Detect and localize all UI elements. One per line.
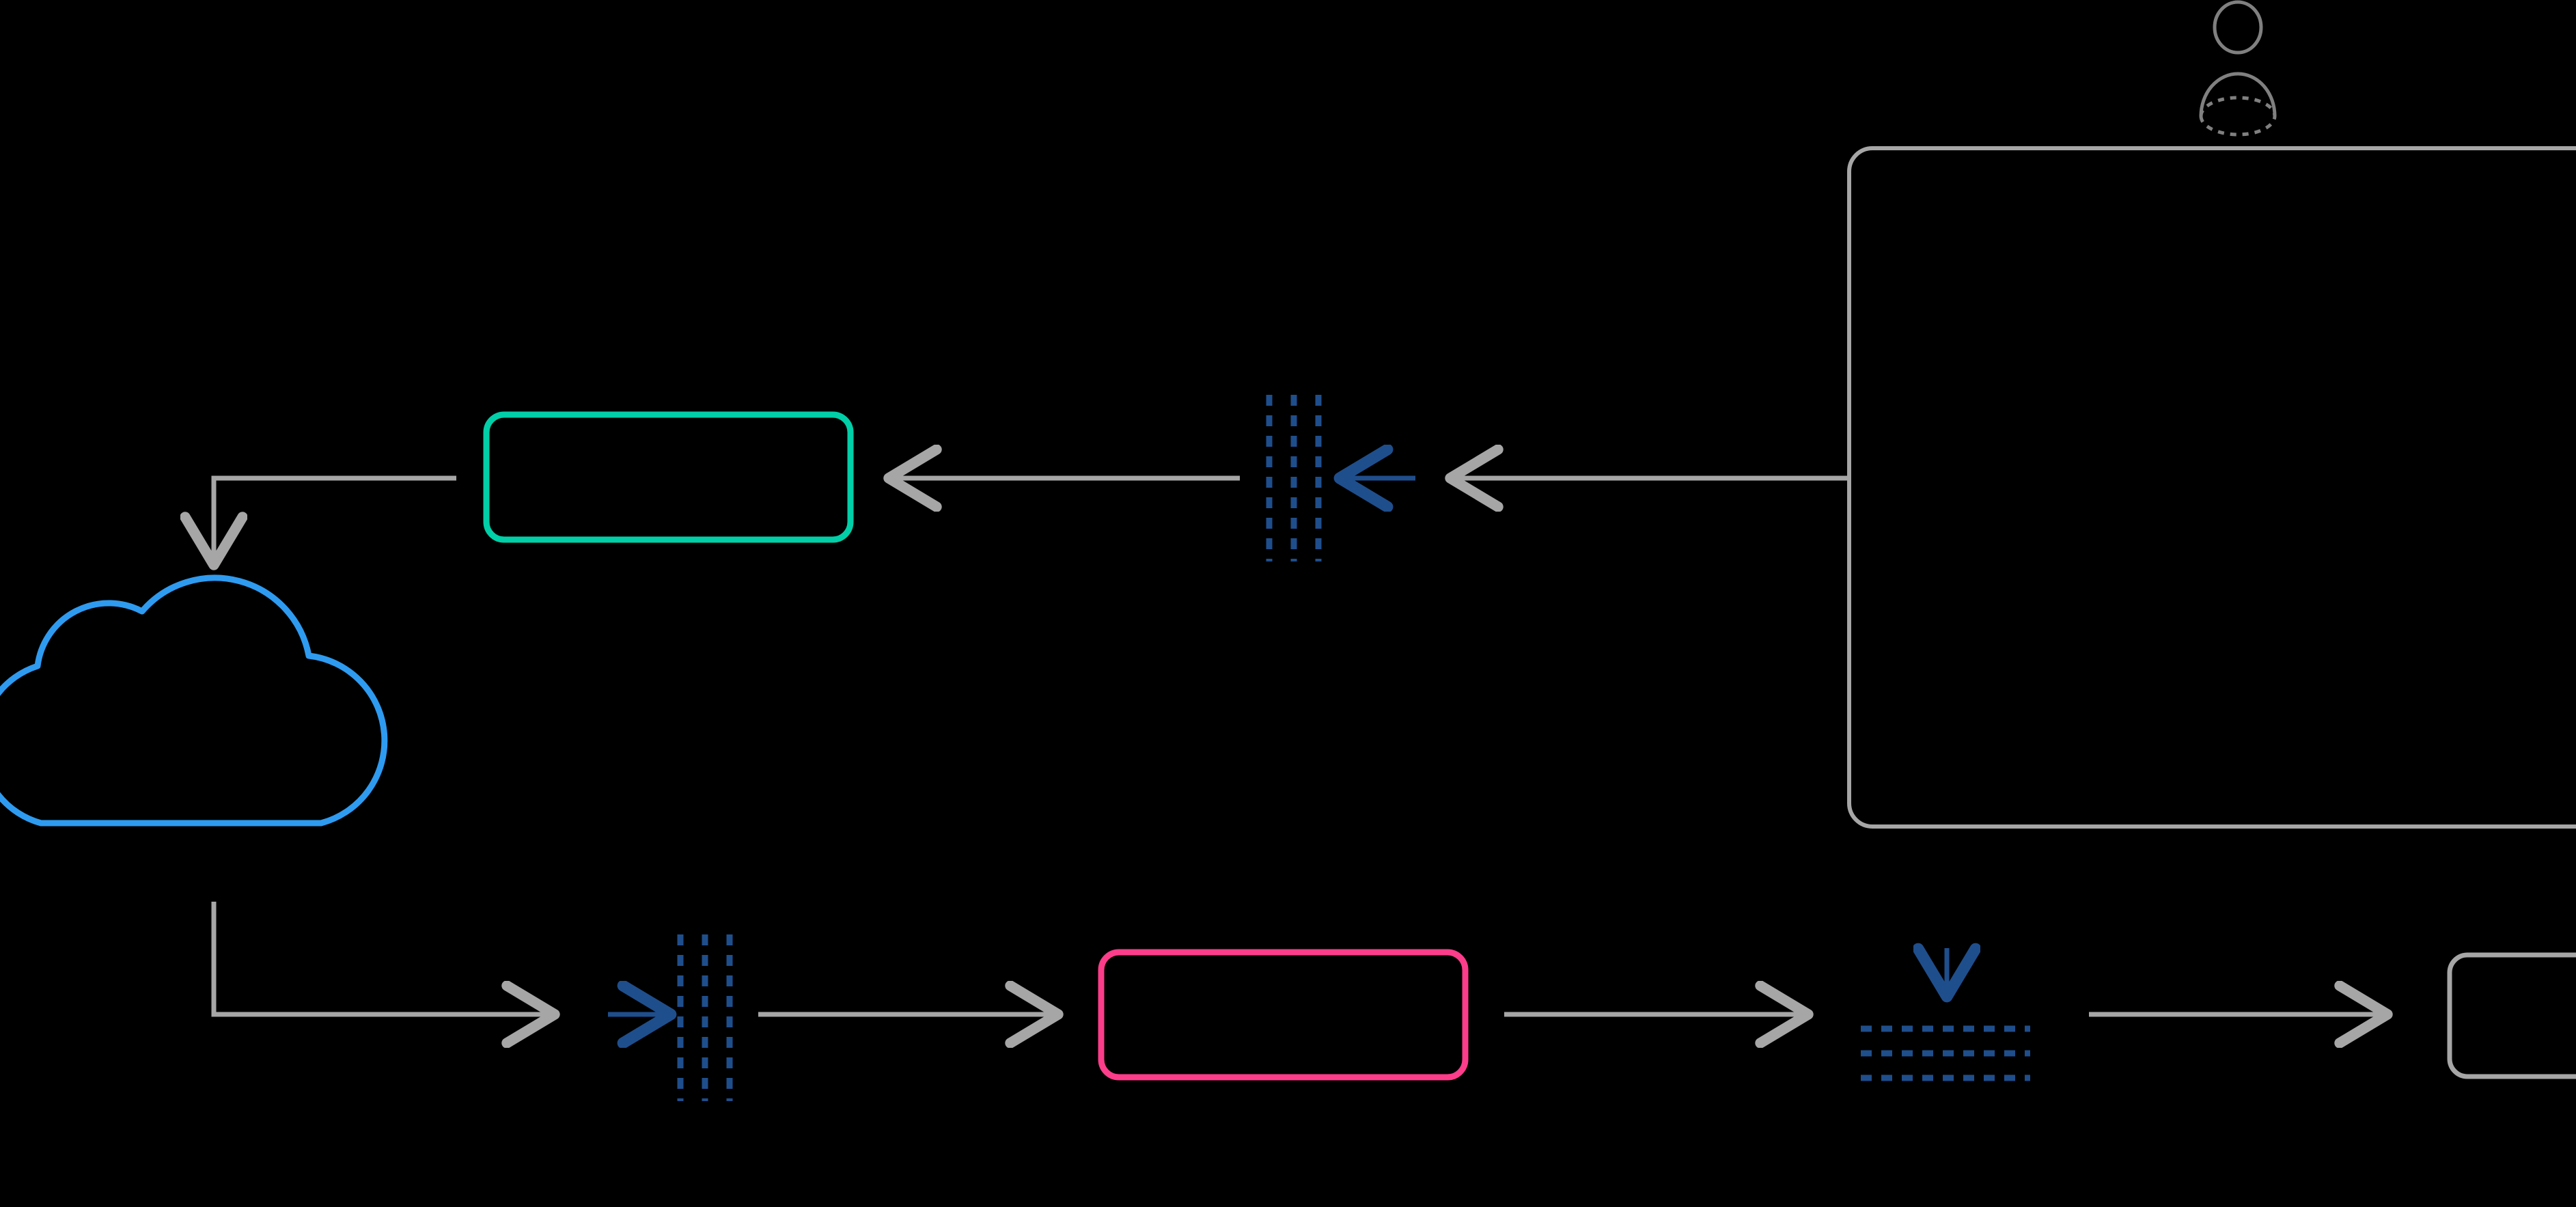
processing-service[interactable] [1098, 949, 1469, 1081]
client-panel[interactable] [1847, 146, 2576, 829]
connector-gateway-to-cloud [214, 475, 456, 560]
endpoint-node[interactable] [2447, 952, 2576, 1079]
user-base-dashed-icon [2199, 115, 2277, 137]
user-head-icon [2213, 0, 2263, 55]
inbound-firewall[interactable] [1266, 395, 1322, 561]
egress-firewall-vertical[interactable] [677, 934, 733, 1101]
gateway-service[interactable] [483, 411, 854, 543]
user-body-icon [2199, 72, 2277, 117]
user-base-dashed-lower-icon [2199, 96, 2277, 117]
connector-cloud-to-egress-firewall [211, 902, 550, 1014]
cloud-node[interactable] [0, 574, 388, 827]
user-icon [2199, 0, 2277, 137]
outbound-firewall-horizontal[interactable] [1861, 1025, 2030, 1081]
